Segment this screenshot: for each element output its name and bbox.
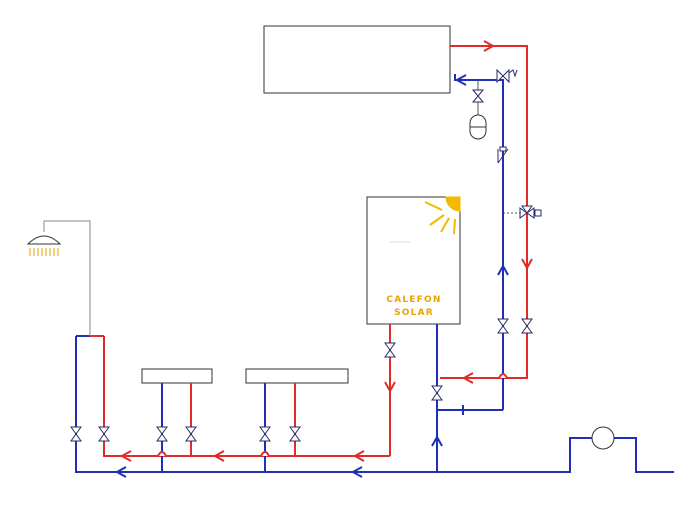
flow-arrow-cold bbox=[350, 466, 363, 478]
cold-pipe-collector-supply bbox=[437, 74, 509, 411]
flow-arrow-cold bbox=[114, 466, 127, 478]
cold-pipe-main bbox=[75, 336, 674, 473]
pipe-crossover bbox=[260, 451, 270, 457]
relief-valve-icon[interactable] bbox=[496, 68, 518, 84]
flow-arrow-cold bbox=[454, 74, 467, 86]
gate-valve-icon[interactable] bbox=[259, 426, 271, 442]
flow-arrow-hot bbox=[119, 450, 132, 462]
heater-brand-line1: CALEFON bbox=[386, 295, 441, 305]
expansion-tank-icon bbox=[469, 114, 487, 140]
gate-valve-icon[interactable] bbox=[185, 426, 197, 442]
heater-brand-line2: SOLAR bbox=[394, 308, 434, 318]
pipe-crossover bbox=[498, 373, 508, 379]
solar-collector bbox=[263, 25, 451, 94]
flow-arrow-hot bbox=[461, 372, 474, 384]
radiator bbox=[245, 368, 349, 384]
flow-arrow-cold bbox=[497, 263, 509, 276]
check-valve-icon[interactable] bbox=[497, 146, 509, 164]
pipe-crossover bbox=[157, 451, 167, 457]
gate-valve-icon[interactable] bbox=[497, 318, 509, 334]
gate-valve-icon[interactable] bbox=[98, 426, 110, 442]
pump-icon bbox=[591, 426, 615, 450]
three-way-valve-icon[interactable] bbox=[519, 205, 542, 219]
flow-arrow-hot bbox=[352, 450, 365, 462]
solar-heater-tank bbox=[366, 196, 461, 325]
shower-riser bbox=[43, 220, 91, 336]
flow-arrow-hot bbox=[521, 258, 533, 271]
sun-icon bbox=[424, 196, 461, 235]
radiator bbox=[141, 368, 213, 384]
hot-pipe-main bbox=[103, 336, 390, 457]
flow-arrow-hot bbox=[483, 40, 496, 52]
flow-arrow-cold bbox=[431, 434, 443, 447]
shower-head-icon bbox=[26, 235, 62, 256]
gate-valve-icon[interactable] bbox=[70, 426, 82, 442]
gate-valve-icon[interactable] bbox=[289, 426, 301, 442]
gate-valve-icon[interactable] bbox=[521, 318, 533, 334]
gate-valve-icon[interactable] bbox=[384, 342, 396, 358]
gate-valve-icon[interactable] bbox=[431, 385, 443, 401]
flow-arrow-hot bbox=[212, 450, 225, 462]
flow-arrow-hot bbox=[384, 381, 396, 394]
gate-valve-icon[interactable] bbox=[471, 89, 485, 103]
gate-valve-icon[interactable] bbox=[156, 426, 168, 442]
